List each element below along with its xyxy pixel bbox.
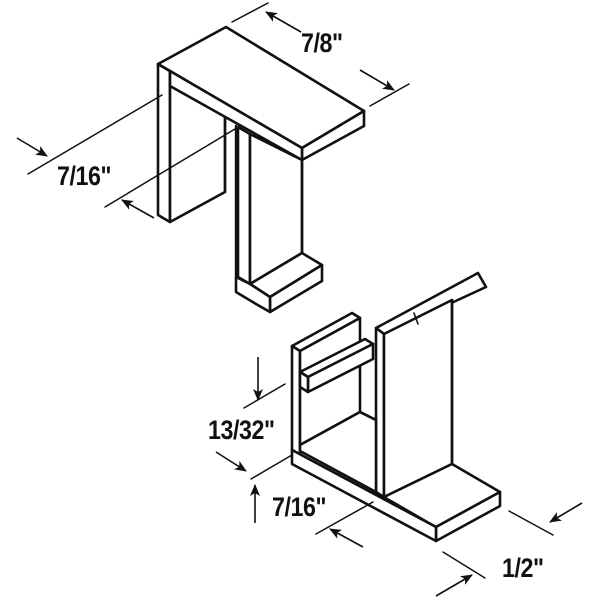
label-lower-lip-height: 13/32" [208, 415, 275, 445]
dimension-lower-depth [315, 501, 374, 548]
dimension-lower-width [435, 502, 583, 597]
label-lower-depth: 7/16" [272, 492, 327, 522]
label-upper-depth: 7/16" [57, 161, 112, 191]
label-lower-width: 1/2" [502, 553, 544, 583]
upper-bracket [156, 25, 366, 314]
label-upper-width: 7/8" [301, 28, 343, 58]
lower-bracket [290, 271, 502, 543]
dimension-lower-lip-height [215, 357, 293, 523]
dimension-upper-width [231, 2, 410, 107]
dimension-upper-depth [16, 94, 236, 219]
